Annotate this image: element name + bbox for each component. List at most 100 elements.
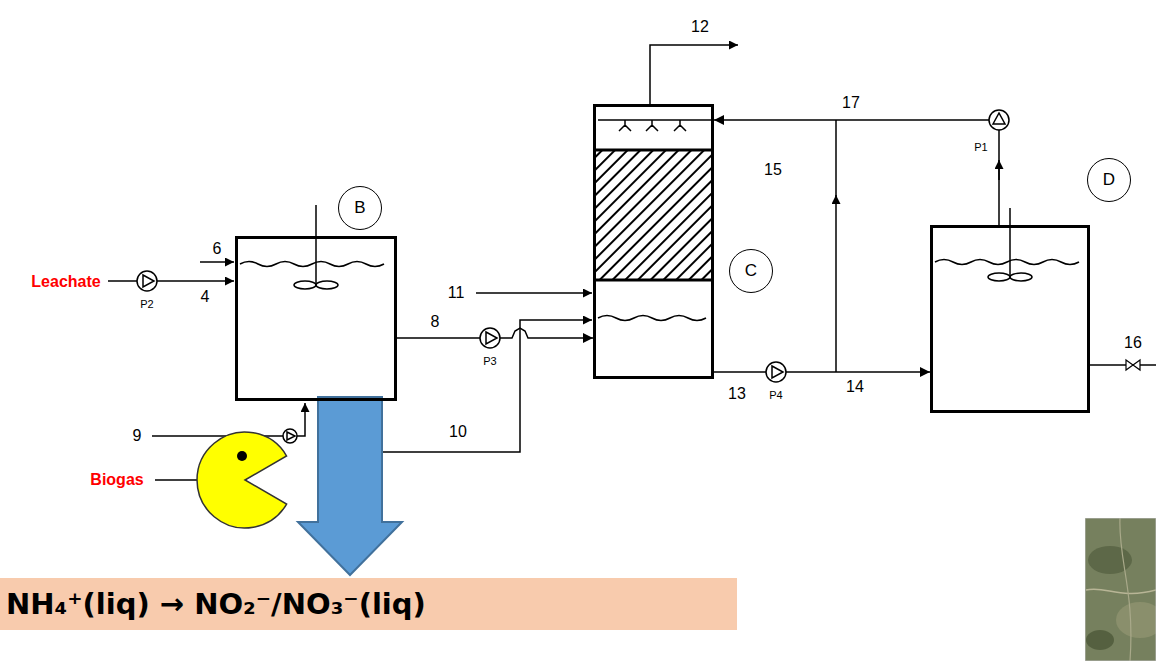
label-anchor: 12: [691, 18, 709, 36]
stream-4-line: [157, 280, 234, 282]
equipment-circle: B: [338, 186, 382, 230]
reaction-text: NH₄⁺(liq) → NO₂⁻/NO₃⁻(liq): [0, 587, 426, 621]
pump-symbol: [772, 366, 783, 378]
spray-nozzle: [619, 120, 686, 131]
pacman-figure: [197, 432, 287, 528]
label-anchor: 11: [448, 284, 465, 302]
impeller: [988, 273, 1010, 281]
process-vessel: B: [235, 236, 397, 401]
stream-number: 6: [213, 240, 222, 257]
pacman-body: [197, 432, 287, 528]
blue-down-arrow: [298, 397, 402, 575]
label-anchor: Biogas: [90, 471, 143, 489]
stream-number: 16: [1124, 334, 1142, 351]
pump-symbol: [989, 110, 1009, 130]
stream-11-line: [476, 292, 592, 294]
label-anchor: Leachate: [31, 273, 100, 291]
satellite-image: [1116, 602, 1156, 638]
impeller: [1010, 273, 1032, 281]
biogas-line: [155, 479, 200, 481]
label-anchor: 13: [728, 385, 746, 403]
pump-symbol: [766, 362, 786, 382]
pump-symbol: [989, 110, 1009, 130]
satellite-image: [1085, 518, 1156, 661]
label-anchor: P1: [974, 137, 987, 155]
column-c-internals: [593, 120, 714, 321]
label-anchor: 6: [213, 240, 222, 258]
satellite-image: [1085, 518, 1156, 661]
label-anchor: 10: [449, 423, 467, 441]
stream-15-line: [835, 195, 837, 372]
stream-number: 10: [449, 423, 467, 440]
equipment-letter: C: [745, 261, 757, 281]
valve-symbol: [1126, 360, 1140, 370]
label-anchor: P3: [483, 351, 496, 369]
tank-d-internals: [935, 208, 1079, 281]
process-vessel: C: [593, 104, 714, 379]
stream-number: 8: [431, 313, 440, 330]
stream-10-line: [383, 320, 592, 452]
pump-symbol: [486, 332, 497, 344]
pump-symbol: [143, 275, 154, 287]
stream-4-line: [108, 280, 137, 282]
label-anchor: P4: [769, 385, 782, 403]
pump-label: P3: [483, 355, 496, 367]
agitator-shaft: [315, 205, 317, 283]
packing-edge: [593, 149, 714, 152]
label-anchor: 15: [764, 161, 782, 179]
satellite-image: [1086, 589, 1156, 594]
stream-number: 11: [448, 284, 465, 301]
valve-symbol: [1126, 360, 1140, 370]
process-stream: [714, 371, 930, 373]
pump-label: P2: [140, 298, 153, 310]
blower-symbol: [283, 429, 297, 443]
process-stream: [714, 120, 999, 225]
stream-label-anchor: 17: [842, 94, 860, 112]
stream-9-line: [297, 403, 305, 436]
label-anchor: 16: [1124, 334, 1142, 352]
stream-17-arrow: [998, 160, 1000, 180]
pump-label: P4: [769, 389, 782, 401]
reaction-band: NH₄⁺(liq) → NO₂⁻/NO₃⁻(liq): [0, 578, 737, 630]
label-anchor: 4: [201, 288, 210, 306]
spray-pipe: [598, 119, 714, 121]
pump-symbol: [480, 328, 500, 348]
label-anchor: P2: [140, 294, 153, 312]
packing-edge: [593, 279, 714, 282]
label-anchor: 9: [133, 427, 142, 445]
satellite-image: [1120, 518, 1131, 661]
process-lines: [108, 45, 1156, 480]
stream-number: 14: [846, 378, 864, 395]
liquid-level: [240, 262, 384, 267]
stream-number: 12: [691, 18, 709, 35]
process-vessel: D: [930, 225, 1090, 413]
equipment-circle: D: [1087, 158, 1131, 202]
pump-symbol: [480, 328, 500, 348]
agitator-shaft: [1009, 208, 1011, 275]
stream-number: 15: [764, 161, 782, 178]
stream-name: Leachate: [31, 273, 100, 290]
pacman-eye: [237, 451, 247, 461]
stream-12-line: [650, 45, 738, 104]
equipment-letter: B: [354, 198, 365, 218]
satellite-image: [1088, 546, 1132, 574]
pump-label: P1: [974, 141, 987, 153]
stream-number: 17: [842, 94, 860, 111]
pump-symbol: [766, 362, 786, 382]
impeller: [316, 281, 338, 289]
blower-symbol: [287, 432, 295, 440]
stream-number: 9: [133, 427, 142, 444]
stream-number: 4: [201, 288, 210, 305]
stream-16-line: [1090, 364, 1156, 366]
stream-label-anchor: 8: [431, 313, 440, 331]
satellite-image: [1085, 518, 1156, 661]
equipment-letter: D: [1103, 170, 1115, 190]
liquid-level: [598, 316, 706, 321]
liquid-level: [935, 260, 1079, 265]
pump-symbol: [137, 271, 157, 291]
stream-label-anchor: 14: [846, 378, 864, 396]
